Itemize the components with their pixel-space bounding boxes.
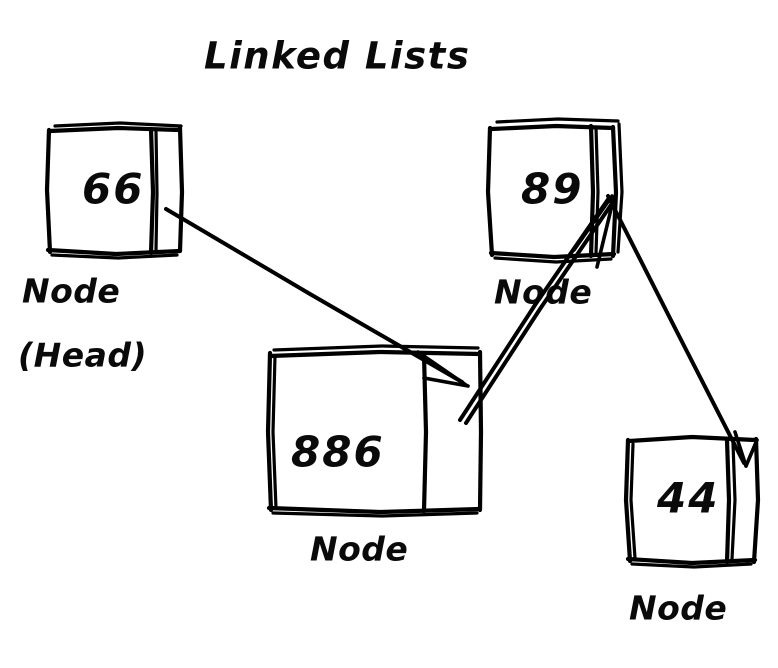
arrow-66-to-886-head-upper — [416, 350, 468, 387]
node-66-box-right — [177, 125, 185, 254]
node-44-label: Node — [629, 589, 727, 628]
node-89-value: 89 — [521, 165, 583, 214]
arrow-886-to-89-shaft-overdraw — [464, 200, 615, 425]
node-886-box-left — [265, 350, 274, 513]
node-886-box-top-overdraw — [272, 344, 480, 352]
node-89-divider-overdraw — [594, 126, 600, 255]
node-66-label-line2: (Head) — [18, 336, 147, 375]
node-44[interactable]: 44 — [623, 434, 761, 569]
node-886-box-left-overdraw — [271, 354, 278, 510]
arrow-66-to-886-shaft — [164, 207, 464, 384]
arrow-66-to-886-head-lower — [422, 376, 470, 388]
node-44-box-bottom — [625, 556, 758, 566]
node-66-divider — [148, 126, 156, 256]
node-44-box-bottom-overdraw — [630, 562, 753, 569]
node-886-box-bottom-overdraw — [271, 511, 479, 518]
node-44-box-left-overdraw — [629, 442, 637, 560]
arrow-886-to-89-head-left — [572, 194, 614, 252]
node-886-value: 886 — [291, 428, 385, 477]
node-66-box-left — [44, 127, 53, 255]
node-66-divider-overdraw — [154, 129, 159, 252]
node-89[interactable]: 89 — [485, 117, 624, 264]
node-44-value: 44 — [656, 474, 719, 523]
node-89-box-right — [610, 124, 619, 259]
label-node-head: Node (Head) — [18, 272, 147, 375]
page-title: Linked Lists — [204, 35, 470, 78]
node-886-label: Node — [310, 530, 408, 569]
node-89-box-bottom-overdraw — [493, 256, 613, 264]
node-44-divider — [724, 437, 732, 565]
node-66-label-line1: Node — [22, 272, 120, 311]
arrow-66-to-886 — [164, 207, 470, 388]
arrow-89-to-44-head-right — [744, 438, 759, 468]
node-66-box-top-overdraw — [53, 121, 183, 128]
node-89-box-top — [489, 123, 616, 132]
arrow-886-to-89-head-right — [595, 195, 616, 269]
node-44-divider-overdraw — [730, 441, 737, 561]
node-89-box-right-overdraw — [616, 122, 624, 254]
node-66-box-top — [47, 125, 182, 134]
arrow-89-to-44-shaft — [606, 194, 746, 465]
node-886[interactable]: 886 — [265, 344, 484, 518]
arrow-886-to-89 — [458, 194, 616, 425]
node-66-value: 66 — [82, 165, 144, 214]
node-44-box-left — [623, 437, 633, 564]
arrow-89-to-44-head-left — [733, 430, 748, 468]
node-886-box-bottom — [266, 505, 483, 515]
node-44-box-right — [751, 436, 761, 565]
node-886-box-right — [477, 349, 484, 513]
node-44-box-top — [626, 434, 758, 444]
node-89-box-top-overdraw — [495, 117, 620, 124]
node-886-divider — [421, 352, 429, 514]
node-886-box-top — [267, 349, 483, 359]
node-89-box-left — [485, 125, 495, 258]
node-66-box-bottom-overdraw — [50, 253, 179, 260]
arrow-89-to-44 — [606, 194, 759, 468]
node-66[interactable]: 66 — [44, 121, 185, 260]
node-89-box-bottom — [488, 250, 617, 260]
node-66-box-bottom — [45, 247, 183, 257]
